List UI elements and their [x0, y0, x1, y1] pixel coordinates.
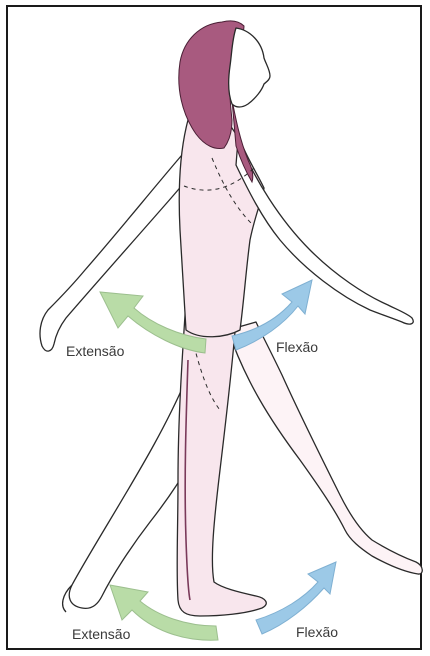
lower-extension-label: Extensão	[72, 627, 130, 641]
face	[229, 28, 270, 107]
upper-extension-label: Extensão	[66, 344, 124, 358]
upper-flexion-label: Flexão	[276, 340, 318, 354]
front-arm	[236, 140, 413, 324]
lower-flexion-label: Flexão	[296, 625, 338, 639]
front-leg	[228, 322, 422, 574]
